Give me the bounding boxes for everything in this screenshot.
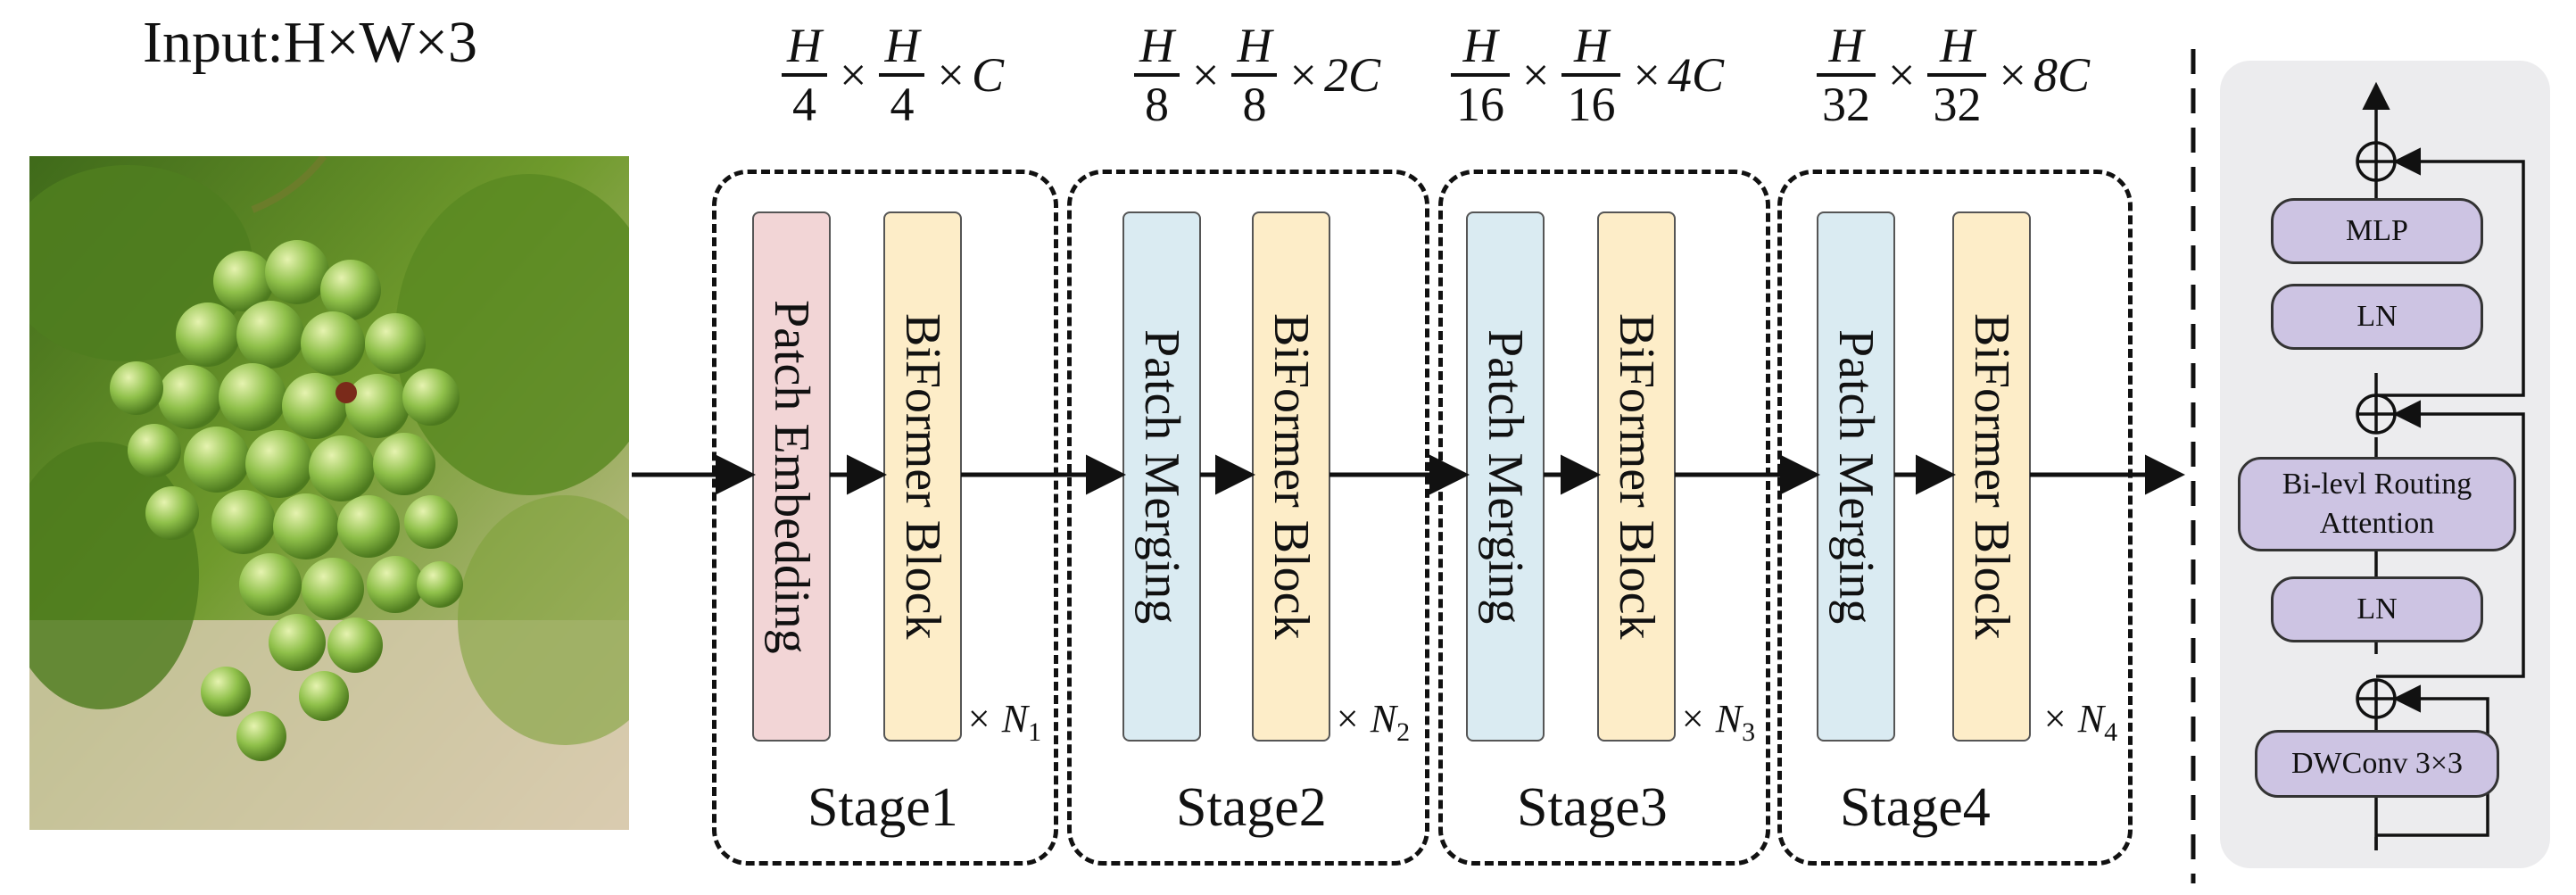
stage4-label: Stage4	[1840, 777, 1991, 838]
stage4-box	[1777, 170, 2133, 866]
dim-den: 16	[1456, 78, 1504, 131]
ln-block-bottom: LN	[2271, 576, 2483, 642]
dim-label-stage1: H 4 × H 4 × C	[776, 18, 1004, 132]
dim-den: 8	[1145, 78, 1169, 131]
dim-den: 8	[1242, 78, 1267, 131]
dim-num: H	[787, 19, 822, 72]
input-label: Input:H×W×3	[143, 10, 478, 75]
dim-num: H	[1828, 19, 1864, 72]
block-label: BiFormer Block	[1263, 313, 1319, 640]
ln-block-top: LN	[2271, 284, 2483, 350]
dim-channels: C	[971, 48, 1004, 102]
dim-label-stage3: H 16 × H 16 × 4C	[1445, 18, 1724, 132]
add-icons	[2356, 141, 2397, 719]
dim-den: 4	[890, 78, 915, 131]
times-sign: ×	[1888, 48, 1916, 102]
dim-label-stage2: H 8 × H 8 × 2C	[1129, 18, 1380, 132]
times-sign: ×	[1522, 48, 1550, 102]
grape-photo	[29, 156, 629, 830]
times-sign: ×	[1289, 48, 1317, 102]
stage3-label: Stage3	[1517, 777, 1668, 838]
dim-num: H	[1237, 19, 1272, 72]
mlp-block: MLP	[2271, 198, 2483, 264]
patch-merging-block-2: Patch Merging	[1122, 211, 1201, 742]
dwconv-block: DWConv 3×3	[2255, 730, 2499, 798]
stage3-box	[1438, 170, 1770, 866]
dim-label-stage4: H 32 × H 32 × 8C	[1811, 18, 2090, 132]
dim-channels: 8C	[2033, 48, 2090, 102]
dim-num: H	[1573, 19, 1609, 72]
block-label: Patch Merging	[1134, 328, 1189, 625]
dim-num: H	[884, 19, 920, 72]
dim-num: H	[1939, 19, 1975, 72]
repeat-label-stage4: × N4	[2042, 697, 2118, 747]
repeat-label-stage3: × N3	[1679, 697, 1756, 747]
repeat-label-stage2: × N2	[1334, 697, 1411, 747]
block-label: Patch Merging	[1478, 328, 1533, 625]
patch-merging-block-4: Patch Merging	[1817, 211, 1895, 742]
times-sign: ×	[1633, 48, 1661, 102]
dim-den: 32	[1933, 78, 1982, 131]
times-sign: ×	[1999, 48, 2026, 102]
dim-channels: 4C	[1667, 48, 1724, 102]
block-label: BiFormer Block	[895, 313, 950, 640]
biformer-block-4: BiFormer Block	[1952, 211, 2031, 742]
stage1-label: Stage1	[808, 777, 958, 838]
patch-merging-block-3: Patch Merging	[1466, 211, 1545, 742]
block-label: BiFormer Block	[1964, 313, 2019, 640]
dim-den: 32	[1822, 78, 1870, 131]
block-label: Patch Merging	[1828, 328, 1884, 625]
times-sign: ×	[840, 48, 867, 102]
dim-num: H	[1462, 19, 1498, 72]
dim-channels: 2C	[1323, 48, 1380, 102]
dim-den: 4	[792, 78, 816, 131]
biformer-block-1: BiFormer Block	[883, 211, 962, 742]
times-sign: ×	[937, 48, 965, 102]
patch-embedding-block: Patch Embedding	[752, 211, 831, 742]
stage1-box	[712, 170, 1058, 866]
stage2-label: Stage2	[1176, 777, 1327, 838]
dim-den: 16	[1567, 78, 1616, 131]
block-label: Patch Embedding	[764, 299, 819, 654]
stage2-box	[1067, 170, 1429, 866]
block-label: BiFormer Block	[1609, 313, 1664, 640]
attention-block: Bi-levl Routing Attention	[2238, 457, 2516, 551]
dim-num: H	[1139, 19, 1174, 72]
repeat-label-stage1: × N1	[965, 697, 1042, 747]
times-sign: ×	[1192, 48, 1220, 102]
